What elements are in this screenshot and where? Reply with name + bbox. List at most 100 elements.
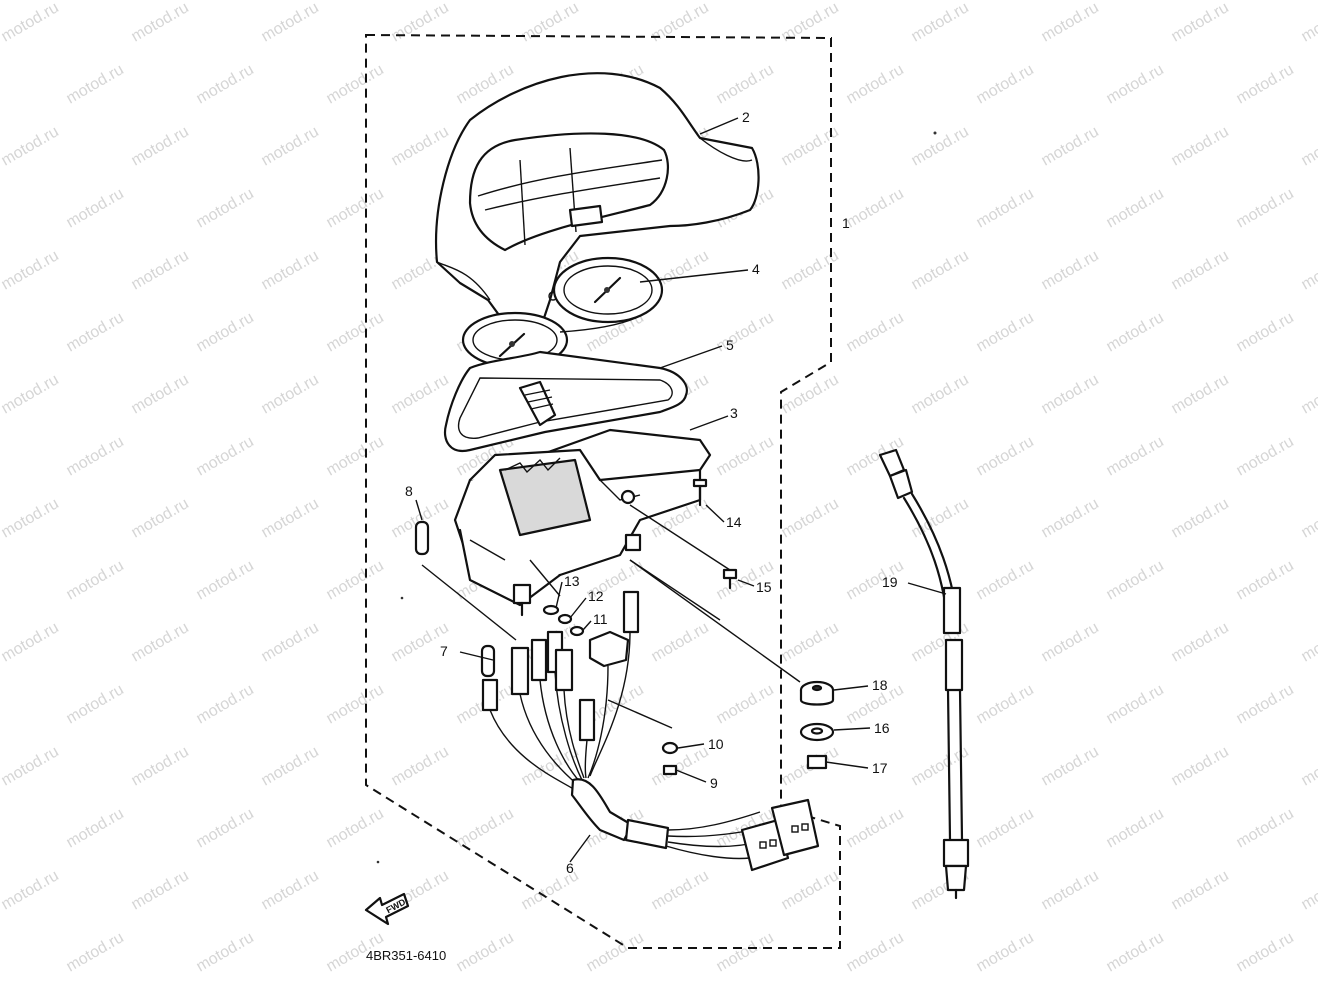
watermark-text: motod.ru xyxy=(714,929,777,975)
watermark-text: motod.ru xyxy=(649,867,712,913)
watermark-text: motod.ru xyxy=(1169,743,1232,789)
watermark-text: motod.ru xyxy=(1169,247,1232,293)
watermark-text: motod.ru xyxy=(779,495,842,541)
callout-13: 13 xyxy=(564,573,580,589)
small-fasteners xyxy=(542,604,679,776)
watermark-text: motod.ru xyxy=(1104,185,1167,231)
callout-14: 14 xyxy=(726,514,742,530)
watermark-text: motod.ru xyxy=(259,123,322,169)
grommet-set xyxy=(799,680,835,770)
watermark-text: motod.ru xyxy=(974,929,1037,975)
speedometer-cable xyxy=(878,448,970,900)
watermark-text: motod.ru xyxy=(1299,867,1318,913)
watermark-text: motod.ru xyxy=(64,309,127,355)
watermark-text: motod.ru xyxy=(0,619,62,665)
watermark-text: motod.ru xyxy=(64,929,127,975)
watermark-text: motod.ru xyxy=(909,0,972,45)
watermark-text: motod.ru xyxy=(324,805,387,851)
callout-10: 10 xyxy=(708,736,724,752)
watermark-text: motod.ru xyxy=(1299,0,1318,45)
watermark-text: motod.ru xyxy=(64,681,127,727)
watermark-text: motod.ru xyxy=(129,247,192,293)
watermark-text: motod.ru xyxy=(1299,743,1318,789)
watermark-text: motod.ru xyxy=(1039,371,1102,417)
stray-dot xyxy=(376,860,380,864)
callout-15: 15 xyxy=(756,579,772,595)
watermark-text: motod.ru xyxy=(324,557,387,603)
watermark-text: motod.ru xyxy=(1299,123,1318,169)
watermark-text: motod.ru xyxy=(714,61,777,107)
callout-18: 18 xyxy=(872,677,888,693)
watermark-text: motod.ru xyxy=(129,619,192,665)
watermark-text: motod.ru xyxy=(714,433,777,479)
callout-19: 19 xyxy=(882,574,898,590)
watermark-text: motod.ru xyxy=(714,309,777,355)
watermark-text: motod.ru xyxy=(844,805,907,851)
watermark-text: motod.ru xyxy=(0,371,62,417)
case-screws xyxy=(692,478,738,590)
watermark-text: motod.ru xyxy=(64,805,127,851)
callout-17: 17 xyxy=(872,760,888,776)
watermark-text: motod.ru xyxy=(194,557,257,603)
watermark-text: motod.ru xyxy=(1104,681,1167,727)
watermark-text: motod.ru xyxy=(259,495,322,541)
watermark-text: motod.ru xyxy=(454,929,517,975)
watermark-text: motod.ru xyxy=(324,433,387,479)
watermark-text: motod.ru xyxy=(649,619,712,665)
leader-lines xyxy=(415,117,947,863)
watermark-text: motod.ru xyxy=(1299,247,1318,293)
callout-3: 3 xyxy=(730,405,738,421)
watermark-text: motod.ru xyxy=(194,309,257,355)
watermark-text: motod.ru xyxy=(1169,0,1232,45)
watermark-text: motod.ru xyxy=(0,123,62,169)
watermark-text: motod.ru xyxy=(1169,371,1232,417)
watermark-text: motod.ru xyxy=(649,743,712,789)
callout-8: 8 xyxy=(405,483,413,499)
watermark-text: motod.ru xyxy=(194,185,257,231)
callout-7: 7 xyxy=(440,643,448,659)
watermark-text: motod.ru xyxy=(909,123,972,169)
watermark-text: motod.ru xyxy=(1039,123,1102,169)
callout-4: 4 xyxy=(752,261,760,277)
watermark-text: motod.ru xyxy=(1039,867,1102,913)
watermark-text: motod.ru xyxy=(1039,619,1102,665)
watermark-text: motod.ru xyxy=(0,743,62,789)
watermark-text: motod.ru xyxy=(714,681,777,727)
watermark-text: motod.ru xyxy=(324,309,387,355)
meter-case xyxy=(453,428,712,617)
watermark-text: motod.ru xyxy=(519,0,582,45)
watermark-text: motod.ru xyxy=(1169,619,1232,665)
callout-6: 6 xyxy=(566,860,574,876)
watermark-text: motod.ru xyxy=(1169,123,1232,169)
callout-9: 9 xyxy=(710,775,718,791)
watermark-text: motod.ru xyxy=(194,61,257,107)
watermark-text: motod.ru xyxy=(389,0,452,45)
watermark-text: motod.ru xyxy=(1299,495,1318,541)
watermark-text: motod.ru xyxy=(324,61,387,107)
watermark-text: motod.ru xyxy=(844,309,907,355)
callout-2: 2 xyxy=(742,109,750,125)
watermark-text: motod.ru xyxy=(779,247,842,293)
watermark-text: motod.ru xyxy=(1234,805,1297,851)
watermark-text: motod.ru xyxy=(1234,433,1297,479)
stray-dot xyxy=(400,596,404,600)
watermark-text: motod.ru xyxy=(1234,185,1297,231)
watermark-text: motod.ru xyxy=(1299,619,1318,665)
watermark-text: motod.ru xyxy=(1169,495,1232,541)
watermark-text: motod.ru xyxy=(0,0,62,45)
watermark-text: motod.ru xyxy=(779,867,842,913)
watermark-text: motod.ru xyxy=(1039,0,1102,45)
watermark-text: motod.ru xyxy=(974,681,1037,727)
watermark-text: motod.ru xyxy=(974,805,1037,851)
watermark-text: motod.ru xyxy=(1104,309,1167,355)
watermark-text: motod.ru xyxy=(259,371,322,417)
watermark-text: motod.ru xyxy=(1234,61,1297,107)
watermark-text: motod.ru xyxy=(389,371,452,417)
watermark-text: motod.ru xyxy=(779,371,842,417)
watermark-text: motod.ru xyxy=(974,557,1037,603)
watermark-text: motod.ru xyxy=(1234,309,1297,355)
meter-lens xyxy=(443,350,688,453)
watermark-text: motod.ru xyxy=(64,185,127,231)
watermark-text: motod.ru xyxy=(1104,61,1167,107)
